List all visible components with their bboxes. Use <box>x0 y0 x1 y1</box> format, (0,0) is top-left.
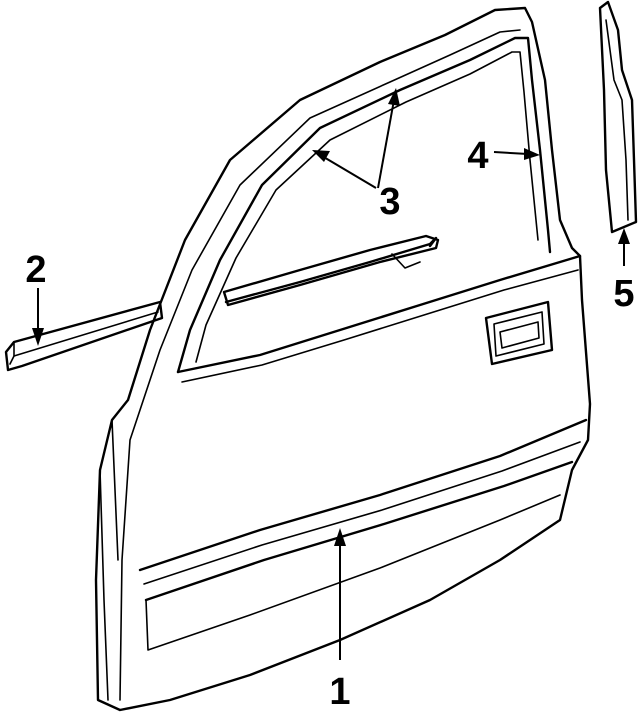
arrowhead-3b <box>388 88 400 106</box>
arrowhead-5 <box>618 228 630 244</box>
callout-2: 2 <box>25 249 46 291</box>
leader-arrow-3a <box>321 155 377 189</box>
callout-1: 1 <box>329 671 350 713</box>
body-side-molding <box>4 300 164 372</box>
door-shell <box>94 6 592 712</box>
callout-3: 3 <box>379 181 400 223</box>
leader-arrow-3b <box>377 99 395 189</box>
callout-4: 4 <box>467 135 488 177</box>
arrowhead-4 <box>524 148 540 160</box>
arrowhead-2 <box>32 328 44 346</box>
arrowhead-3a <box>312 150 330 162</box>
pillar-applique <box>598 0 638 234</box>
callout-5: 5 <box>613 273 634 315</box>
leader-arrow-4 <box>493 151 529 155</box>
arrowhead-1 <box>334 528 346 546</box>
